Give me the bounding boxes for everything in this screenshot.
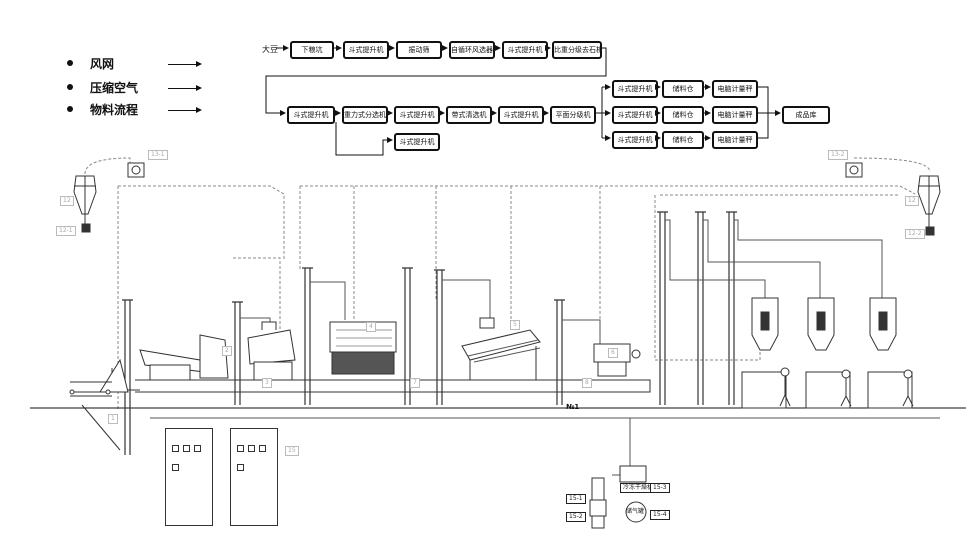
- flow-start-label: 大豆: [262, 45, 278, 54]
- flow-node-belt-cleaner: 带式清选机: [446, 106, 492, 124]
- legend-bullet-icon: [67, 60, 73, 66]
- tag-cyclone-left: 12: [60, 196, 74, 206]
- flow-connectors: [265, 45, 781, 156]
- flow-node-finished-warehouse: 成品库: [782, 106, 830, 124]
- tag-machine-7: 7: [410, 378, 420, 388]
- tag-machine-3: 3: [262, 378, 272, 388]
- destoner-machine: [247, 321, 296, 381]
- compressor-group: [589, 465, 647, 529]
- flow-node-vibrating-screen: 振动筛: [396, 41, 442, 59]
- legend-bullet-icon: [67, 84, 73, 90]
- tag-machine-1: 1: [108, 414, 118, 424]
- tag-dryer: 15-3: [650, 483, 670, 493]
- tag-panel: 15: [285, 446, 299, 456]
- label-air-tank: 储气罐: [626, 508, 645, 515]
- legend-bullet-icon: [67, 106, 73, 112]
- gravity-separator-machine: [329, 321, 397, 375]
- vibrating-screen-machine: [139, 334, 229, 381]
- control-cabinet-right: [230, 428, 278, 526]
- ground-marker: №1: [566, 403, 580, 411]
- tag-compressor-b: 15-2: [566, 512, 586, 522]
- flow-node-elevator: 斗式提升机: [343, 41, 389, 59]
- tag-fan-right: 13-2: [828, 150, 848, 160]
- flow-node-output-scale: 电脑计量秤: [712, 80, 758, 98]
- tag-machine-4: 4: [366, 322, 376, 332]
- tag-compressor-a: 15-1: [566, 494, 586, 504]
- flow-node-elevator-branch: 斗式提升机: [394, 133, 440, 151]
- elevator-discharges: [240, 219, 883, 350]
- flow-node-output-bin: 储料仓: [662, 80, 704, 98]
- operator-figures: [779, 367, 914, 407]
- legend-arrow-icon: [168, 85, 202, 91]
- tag-machine-6: 6: [608, 348, 618, 358]
- flow-node-grader: 平面分级机: [550, 106, 596, 124]
- legend-arrow-icon: [168, 61, 202, 67]
- legend-label-compressed-air: 压缩空气: [90, 81, 139, 95]
- bucket-elevators: [122, 211, 737, 455]
- flow-node-output-scale: 电脑计量秤: [712, 106, 758, 124]
- intake-conveyor: [70, 381, 112, 397]
- flow-node-destoner: 比重分级去石机: [552, 41, 602, 59]
- control-cabinet-left: [165, 428, 213, 526]
- tag-fan-left: 13-1: [148, 150, 168, 160]
- tag-machine-2: 2: [222, 346, 232, 356]
- flow-node-intake-pit: 下粮坑: [290, 41, 334, 59]
- intake-pit: [69, 358, 129, 451]
- legend-label-material-flow: 物料流程: [90, 103, 139, 117]
- belt-cleaner-machine: [461, 317, 541, 380]
- cyclone-left: [73, 162, 145, 233]
- flow-node-aspirator: 自循环风选器: [449, 41, 495, 59]
- tag-air-tank: 15-4: [650, 510, 670, 520]
- indicator-lights: [172, 437, 212, 475]
- tag-airlock-left: 12-1: [56, 226, 76, 236]
- packing-stations: [741, 297, 913, 409]
- flow-node-output-bin: 储料仓: [662, 106, 704, 124]
- tag-machine-8: 8: [582, 378, 592, 388]
- flow-node-output-scale: 电脑计量秤: [712, 131, 758, 149]
- legend-label-air-network: 风网: [90, 57, 115, 71]
- tag-airlock-right: 12-2: [905, 229, 925, 239]
- tag-cyclone-right: 12: [905, 196, 919, 206]
- tag-machine-5: 5: [510, 320, 520, 330]
- legend-arrow-icon: [168, 107, 202, 113]
- flow-node-output-bin: 储料仓: [662, 131, 704, 149]
- indicator-lights: [237, 437, 277, 475]
- cyclone-right: [845, 162, 941, 236]
- flow-node-elevator: 斗式提升机: [287, 106, 335, 124]
